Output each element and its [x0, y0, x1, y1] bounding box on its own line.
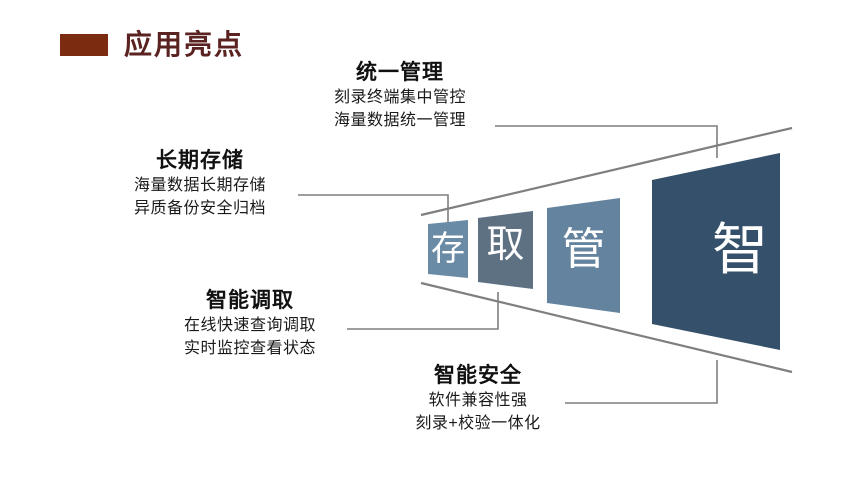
callout-storage-line-1: 海量数据长期存储 [133, 177, 266, 195]
page-title-text: 应用亮点 [124, 29, 245, 60]
callout-unified: 统一管理 刻录终端集中管控 海量数据统一管理 [300, 60, 500, 133]
callout-retrieve-line-2: 实时监控查看状态 [183, 340, 316, 358]
callout-security-line-1: 软件兼容性强 [428, 392, 528, 410]
callout-storage: 长期存储 海量数据长期存储 异质备份安全归档 [100, 148, 300, 221]
page-title: 应用亮点 [60, 28, 244, 62]
block-label-qu: 取 [486, 224, 525, 266]
callout-retrieve-line-1: 在线快速查询调取 [183, 317, 316, 335]
callout-storage-heading: 长期存储 [156, 149, 244, 172]
callout-security: 智能安全 软件兼容性强 刻录+校验一体化 [378, 363, 578, 436]
connector-unified [495, 125, 718, 158]
title-marker-icon [60, 34, 108, 56]
block-guan [547, 198, 620, 313]
block-qu [478, 211, 533, 289]
connector-storage [298, 194, 449, 222]
callout-retrieve-heading: 智能调取 [206, 289, 294, 312]
callout-security-line-2: 刻录+校验一体化 [415, 415, 541, 433]
callout-retrieve: 智能调取 在线快速查询调取 实时监控查看状态 [150, 288, 350, 361]
connector-security [565, 360, 718, 404]
callout-security-heading: 智能安全 [434, 364, 522, 387]
block-label-cun: 存 [431, 230, 465, 268]
callout-storage-line-2: 异质备份安全归档 [133, 200, 266, 218]
callout-unified-heading: 统一管理 [356, 61, 444, 84]
funnel-edges [420, 126, 793, 374]
connector-retrieve [347, 292, 499, 330]
block-label-zhi: 智 [712, 218, 768, 281]
block-cun [428, 220, 468, 278]
block-label-guan: 管 [561, 225, 606, 274]
block-zhi [652, 153, 780, 350]
callout-unified-line-1: 刻录终端集中管控 [333, 89, 466, 107]
callout-unified-line-2: 海量数据统一管理 [333, 112, 466, 130]
connector-lines [298, 125, 718, 404]
